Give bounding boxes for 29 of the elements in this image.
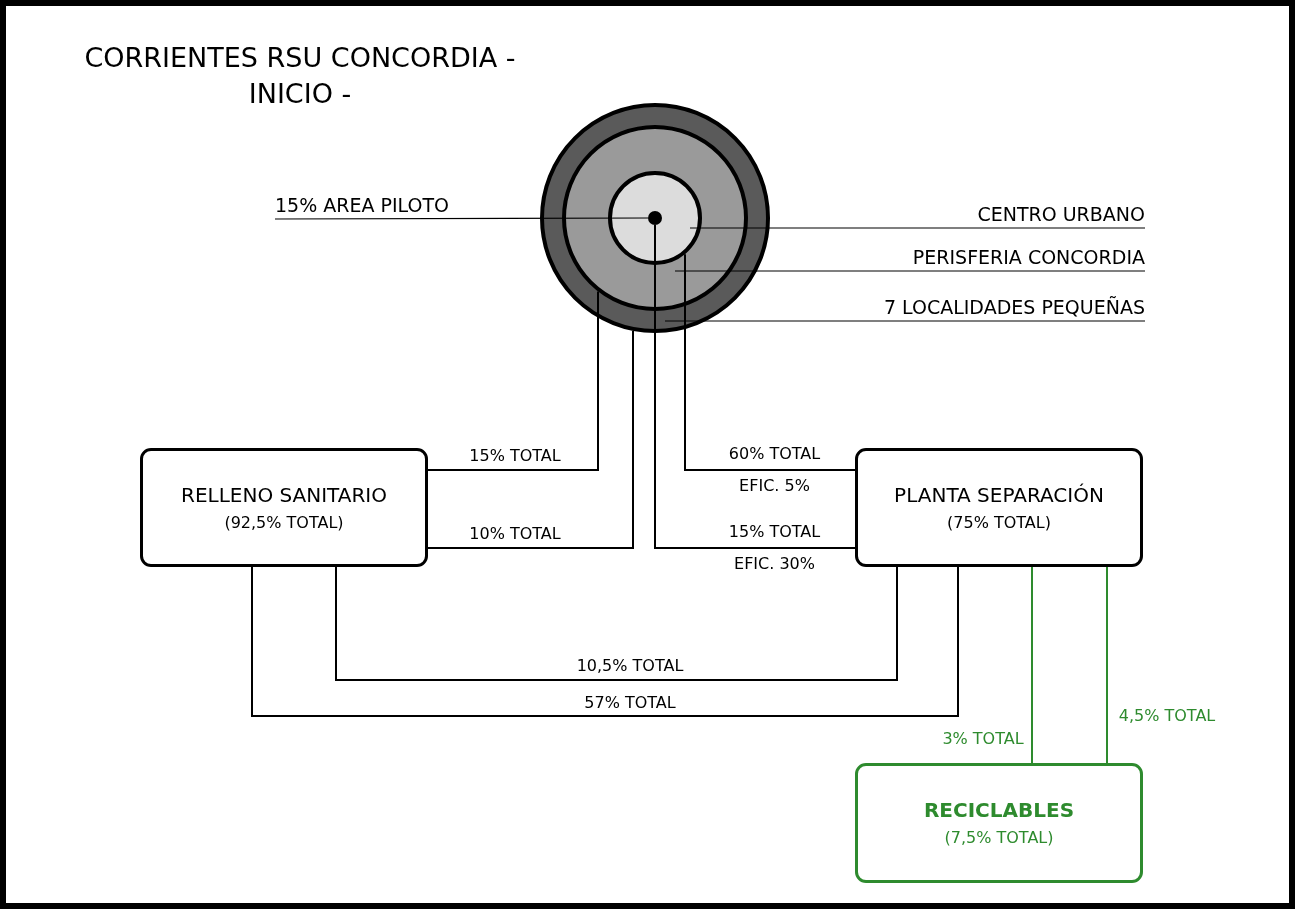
box-title: PLANTA SEPARACIÓN [894,481,1104,509]
flow-line [654,224,856,549]
flow-line [1106,566,1108,764]
diagram-title: CORRIENTES RSU CONCORDIA - INICIO - [83,41,517,111]
box-subtitle: (75% TOTAL) [947,511,1051,534]
leader-line [274,217,649,220]
flow-line [335,566,898,681]
leader-line [664,320,1146,322]
callout-label: 7 LOCALIDADES PEQUEÑAS [795,294,1145,321]
box-subtitle: (7,5% TOTAL) [944,827,1054,849]
flow-line [251,566,959,717]
process-box [855,448,1143,567]
callout-label: PERISFERIA CONCORDIA [825,244,1145,271]
flow-line [427,290,599,471]
process-box [855,763,1143,883]
leader-line [689,227,1146,229]
edge-label: 15% TOTAL EFIC. 30% [727,521,822,575]
callout-label: CENTRO URBANO [905,201,1145,228]
flow-line [684,253,856,471]
edge-label: 60% TOTAL EFIC. 5% [727,443,822,497]
box-title: RELLENO SANITARIO [181,481,387,509]
box-title: RECICLABLES [923,797,1075,824]
leader-line [674,270,1146,272]
box-subtitle: (92,5% TOTAL) [224,511,344,534]
flow-line [427,329,634,549]
process-box [140,448,428,567]
callout-label: 15% AREA PILOTO [275,192,497,219]
center-dot [648,211,662,225]
flow-line [1031,566,1033,764]
